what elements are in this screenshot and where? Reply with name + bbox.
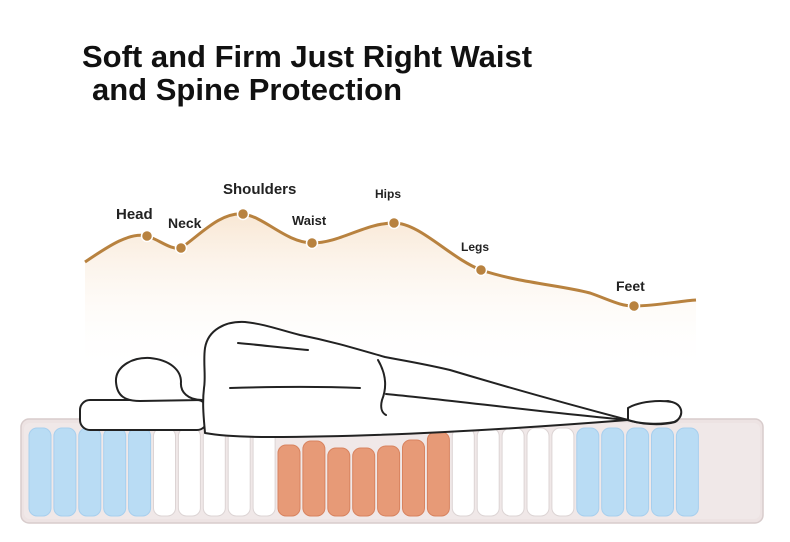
feet-point	[627, 299, 641, 313]
medium-spring	[551, 427, 575, 517]
firm-spring	[402, 439, 425, 517]
legs-point	[474, 263, 488, 277]
firm-spring	[352, 447, 376, 517]
medium-spring	[526, 427, 550, 517]
soft-spring	[651, 427, 674, 517]
medium-spring	[227, 427, 251, 517]
firm-spring	[426, 431, 450, 517]
waist-point	[305, 236, 319, 250]
figure-foot	[627, 400, 683, 425]
soft-spring	[576, 427, 600, 517]
soft-spring	[601, 427, 625, 517]
figure-head	[114, 356, 203, 402]
spring-row	[28, 427, 699, 517]
figure-arm	[237, 342, 309, 351]
soft-spring	[675, 427, 699, 517]
firm-spring	[327, 447, 351, 517]
medium-spring	[177, 427, 201, 517]
soft-spring	[78, 427, 102, 517]
pressure-glow	[85, 213, 696, 372]
figure-leg-line	[385, 393, 629, 421]
soft-spring	[128, 427, 152, 517]
legs-label: Legs	[461, 240, 489, 254]
firm-spring	[377, 445, 401, 517]
medium-spring	[202, 427, 226, 517]
soft-spring	[103, 427, 127, 517]
medium-spring	[501, 427, 525, 517]
figure-forearm	[229, 385, 361, 389]
pillow	[79, 399, 208, 431]
hips-point	[387, 216, 401, 230]
soft-spring	[53, 427, 77, 517]
head-point	[140, 229, 154, 243]
firm-spring	[277, 444, 301, 517]
soft-spring	[28, 427, 52, 517]
head-label: Head	[116, 206, 153, 223]
hips-label: Hips	[375, 187, 401, 201]
medium-spring	[451, 427, 475, 517]
title-line-1: Soft and Firm Just Right Waist	[82, 39, 533, 74]
pressure-curve	[84, 212, 697, 308]
shoulders-label: Shoulders	[223, 181, 296, 198]
firm-spring	[302, 440, 326, 517]
figure-body	[202, 320, 681, 438]
shoulders-point	[236, 207, 250, 221]
title-line-2: and Spine Protection	[92, 72, 403, 107]
body-points	[140, 207, 641, 313]
medium-spring	[153, 427, 176, 517]
page-title: Soft and Firm Just Right Waist and Spine…	[82, 40, 532, 106]
figure-hip	[377, 359, 387, 416]
medium-spring	[252, 427, 276, 517]
neck-point	[174, 241, 188, 255]
neck-label: Neck	[168, 215, 202, 231]
sleeping-figure	[114, 320, 683, 438]
soft-spring	[626, 427, 650, 517]
waist-label: Waist	[292, 213, 327, 228]
feet-label: Feet	[616, 278, 645, 294]
medium-spring	[476, 427, 500, 517]
